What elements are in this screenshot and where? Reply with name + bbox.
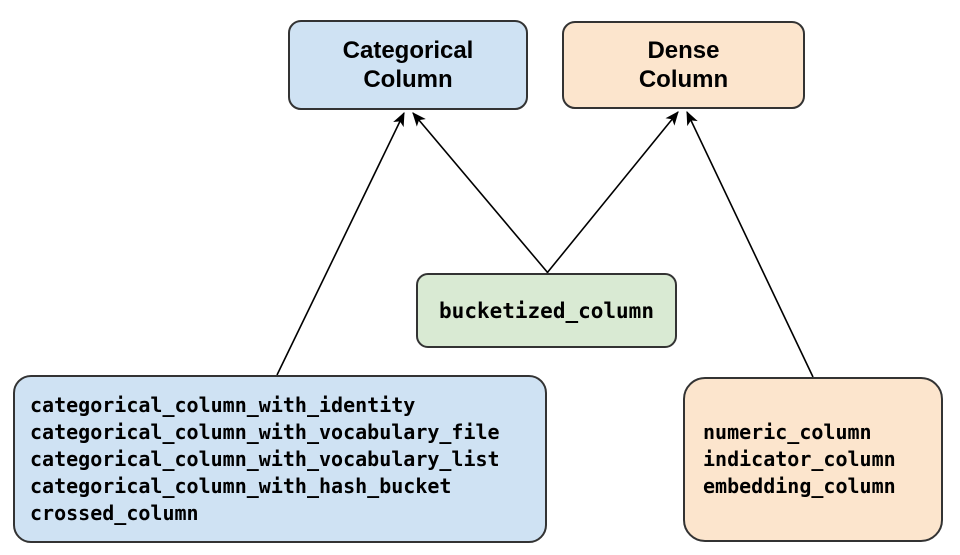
categorical-column-node: Categorical Column (288, 20, 528, 110)
dense-column-label-line2: Column (638, 66, 729, 93)
categorical-function-item: categorical_column_with_vocabulary_list (30, 446, 500, 471)
categorical-function-item: categorical_column_with_vocabulary_file (30, 419, 500, 444)
edge-bucketized-to-categorical (412, 112, 549, 274)
dense-function-item: embedding_column (703, 474, 896, 498)
edge-categorical-functions-to-categorical (276, 111, 405, 376)
categorical-function-item: categorical_column_with_identity (30, 392, 416, 417)
edge-bucketized-to-dense (546, 111, 679, 274)
bucketized-column-label: bucketized_column (439, 298, 654, 323)
categorical-functions-node: categorical_column_with_identity categor… (13, 375, 547, 543)
categorical-function-item: categorical_column_with_hash_bucket (30, 473, 452, 498)
dense-column-node: Dense Column (562, 21, 805, 109)
dense-function-item: numeric_column (703, 420, 872, 444)
dense-functions-node: numeric_column indicator_column embeddin… (683, 377, 943, 542)
categorical-column-label-line1: Categorical (342, 37, 474, 64)
categorical-function-item: crossed_column (30, 500, 199, 525)
bucketized-column-node: bucketized_column (416, 273, 677, 348)
edge-dense-functions-to-dense (686, 110, 814, 378)
dense-column-label-line1: Dense (647, 37, 720, 64)
categorical-column-label-line2: Column (363, 66, 453, 93)
dense-function-item: indicator_column (703, 447, 896, 471)
